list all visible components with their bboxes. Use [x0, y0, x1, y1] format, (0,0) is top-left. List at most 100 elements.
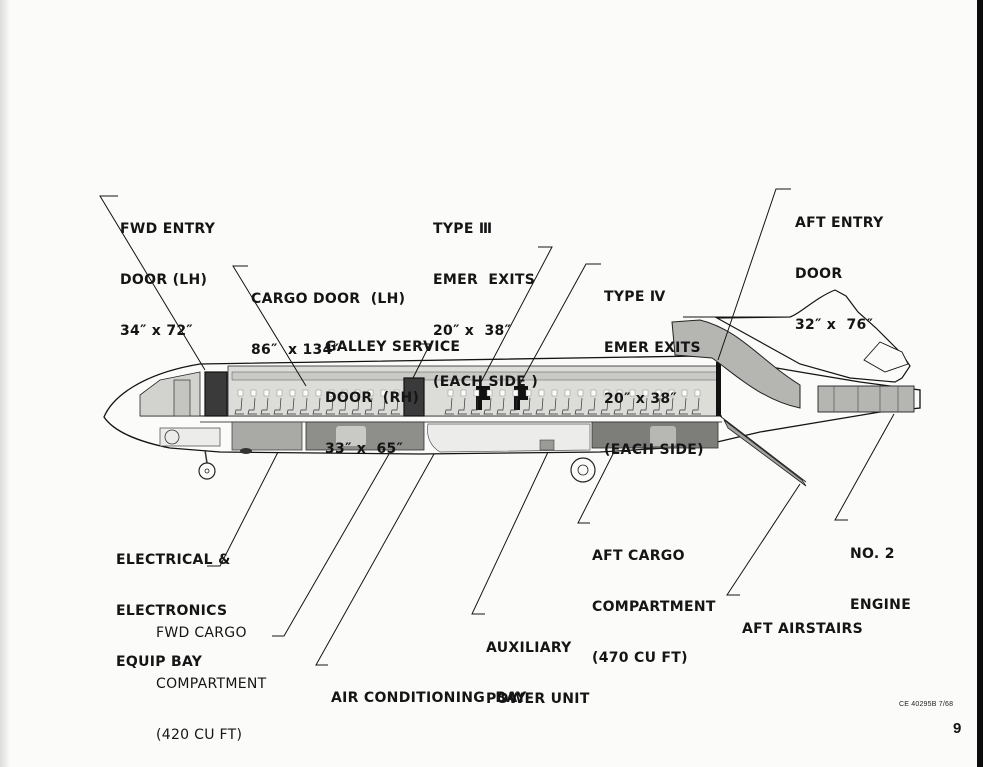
callout-electrical-equip-bay: ELECTRICAL & ELECTRONICS EQUIP BAY	[116, 552, 231, 670]
cabin-window	[590, 389, 597, 397]
cabin-window	[250, 389, 257, 397]
passenger-seat	[587, 397, 597, 415]
leader-type3-exits	[479, 246, 553, 385]
aft-airstairs-shape	[719, 415, 807, 487]
passenger-seat	[273, 397, 283, 415]
callout-aft-cargo-compartment: AFT CARGO COMPARTMENT (470 CU FT)	[592, 548, 716, 666]
cabin-window	[302, 389, 309, 397]
passenger-seat	[652, 397, 662, 415]
callout-auxiliary-power-unit: AUXILIARY POWER UNIT	[486, 640, 590, 707]
lower-deck	[159, 421, 719, 453]
cabin-window	[512, 389, 519, 397]
cabin-window	[499, 389, 506, 397]
landing-gear	[198, 448, 596, 483]
passenger-seat	[364, 397, 374, 415]
passenger-seat	[561, 397, 571, 415]
leader-aft-entry-door	[717, 188, 791, 361]
cabin-window	[538, 389, 545, 397]
cabin-window	[681, 389, 688, 397]
leader-no2-engine	[834, 413, 895, 521]
cabin-windows	[237, 389, 701, 397]
passenger-seat	[470, 397, 480, 415]
leader-electrical-bay	[207, 451, 279, 567]
passenger-seat	[613, 397, 623, 415]
cabin-window	[694, 389, 701, 397]
passenger-seat	[377, 397, 387, 415]
passenger-seat	[574, 397, 584, 415]
cockpit	[139, 371, 201, 417]
apu-shape	[539, 439, 555, 451]
cabin-window	[616, 389, 623, 397]
callout-galley-service-door: GALLEY SERVICE DOOR (RH) 33″ x 65″	[325, 339, 461, 457]
cabin-window	[629, 389, 636, 397]
passenger-seat	[548, 397, 558, 415]
type3-exit-shape	[476, 386, 490, 410]
passenger-seat	[457, 397, 467, 415]
cabin-window	[289, 389, 296, 397]
page-edge-left	[0, 0, 10, 767]
passenger-seat	[496, 397, 506, 415]
cabin-window	[655, 389, 662, 397]
cabin-window	[668, 389, 675, 397]
passenger-seat	[234, 397, 244, 415]
cabin-window	[564, 389, 571, 397]
passenger-seat	[522, 397, 532, 415]
passenger-seat	[325, 397, 335, 415]
passenger-seat	[626, 397, 636, 415]
passenger-seat	[678, 397, 688, 415]
callout-type4-emer-exits: TYPE Ⅳ EMER EXITS 20″ x 38″ (EACH SIDE)	[604, 289, 704, 458]
passenger-seat	[483, 397, 493, 415]
passenger-seat	[600, 397, 610, 415]
leader-fwd-cargo	[272, 453, 390, 637]
leader-aft-cargo	[577, 451, 615, 524]
passenger-seat	[312, 397, 322, 415]
cabin-window	[380, 389, 387, 397]
cabin-window	[551, 389, 558, 397]
aft-entry-door-shape	[716, 362, 721, 416]
page-number: 9	[953, 720, 962, 737]
leader-galley-door	[412, 343, 431, 379]
cabin-window	[263, 389, 270, 397]
cabin-window	[473, 389, 480, 397]
cabin-window	[642, 389, 649, 397]
passenger-seat	[390, 397, 400, 415]
leader-cargo-door	[232, 265, 307, 387]
cabin-window	[577, 389, 584, 397]
cabin-window	[525, 389, 532, 397]
passenger-seat	[665, 397, 675, 415]
callout-aft-entry-door: AFT ENTRY DOOR 32″ x 76″	[795, 215, 884, 333]
callout-fwd-cargo-compartment: FWD CARGO COMPARTMENT (420 CU FT)	[156, 625, 267, 743]
passenger-seat	[247, 397, 257, 415]
callout-aft-airstairs: AFT AIRSTAIRS	[742, 621, 863, 637]
callout-no2-engine: NO. 2 ENGINE	[850, 546, 912, 613]
callout-cargo-door: CARGO DOOR (LH) 86″ x 134″	[251, 291, 406, 358]
passenger-seat	[535, 397, 545, 415]
passenger-seat	[639, 397, 649, 415]
leader-air-conditioning	[315, 453, 435, 666]
callout-type3-emer-exits: TYPE Ⅲ EMER EXITS 20″ x 38″ (EACH SIDE )	[433, 221, 539, 390]
cabin-section	[227, 365, 721, 417]
cabin-seats	[234, 397, 701, 415]
tail-fin	[714, 289, 911, 383]
cabin-window	[393, 389, 400, 397]
passenger-seat	[444, 397, 454, 415]
cabin-window	[237, 389, 244, 397]
cabin-window	[315, 389, 322, 397]
engine-duct	[671, 319, 801, 409]
page-edge-right	[977, 0, 983, 767]
passenger-seat	[351, 397, 361, 415]
cabin-window	[486, 389, 493, 397]
leader-fwd-entry-door	[99, 195, 206, 371]
cabin-window	[460, 389, 467, 397]
passenger-seat	[286, 397, 296, 415]
callout-air-conditioning-bay: AIR CONDITIONING BAY	[331, 690, 527, 706]
cabin-window	[341, 389, 348, 397]
fwd-entry-door-shape	[204, 371, 228, 417]
cabin-window	[603, 389, 610, 397]
leader-type4-exits	[519, 263, 601, 385]
passenger-seat	[691, 397, 701, 415]
cabin-window	[354, 389, 361, 397]
cabin-window	[367, 389, 374, 397]
passenger-seat	[299, 397, 309, 415]
